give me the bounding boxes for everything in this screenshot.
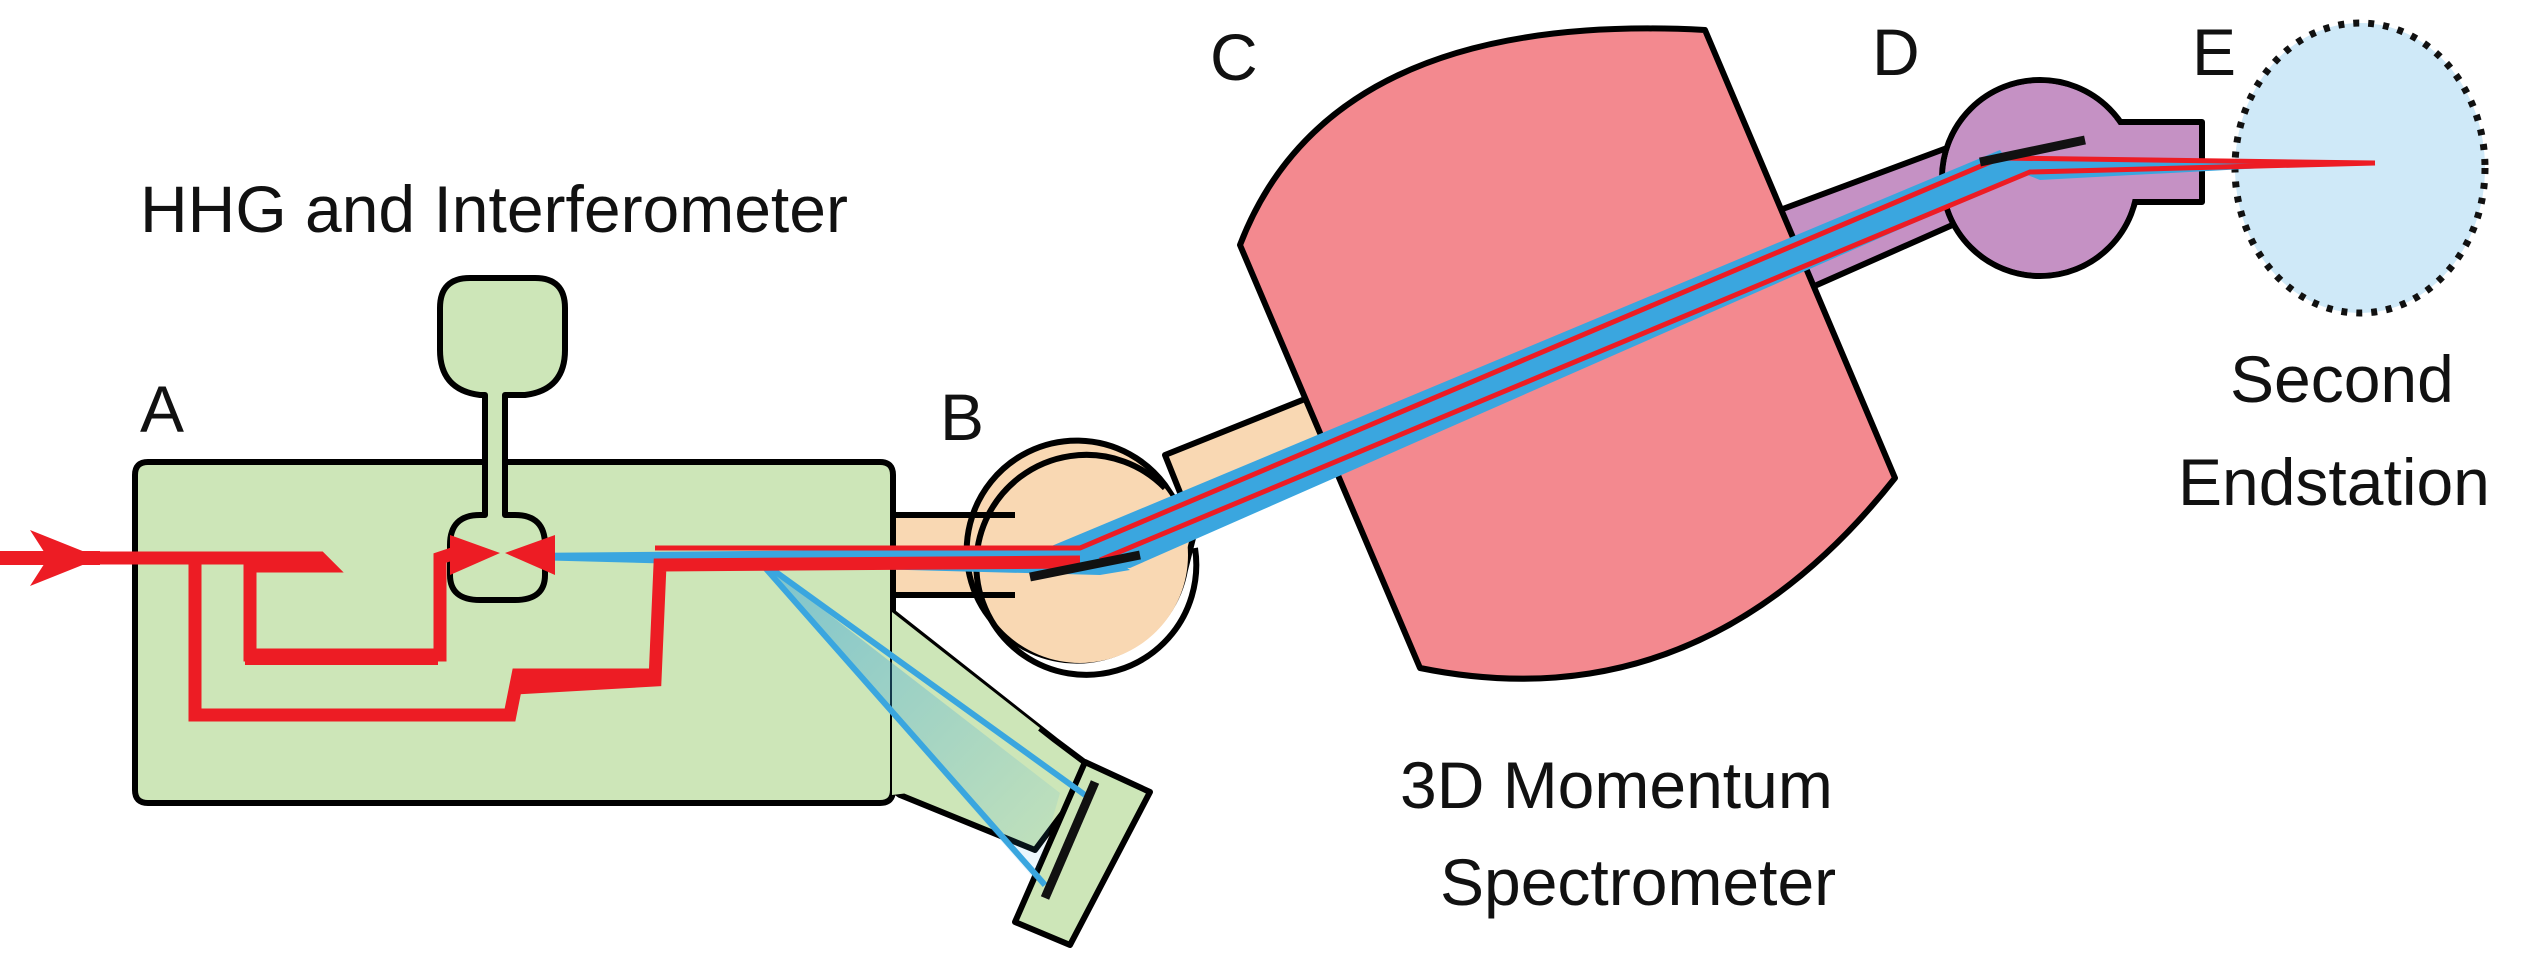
label-section-d: D: [1872, 15, 1920, 89]
label-section-a: A: [140, 372, 184, 446]
label-spectrometer-line2: Spectrometer: [1440, 845, 1836, 919]
label-section-e: E: [2192, 15, 2236, 89]
mirror-b: [1029, 550, 1141, 582]
ir-beam: [0, 155, 2376, 722]
label-hhg-interferometer: HHG and Interferometer: [140, 172, 848, 246]
label-spectrometer-line1: 3D Momentum: [1400, 748, 1833, 822]
mirrors: [1029, 135, 2086, 900]
mirror-d: [1979, 135, 2086, 167]
label-section-c: C: [1210, 20, 1258, 94]
label-endstation-line1: Second: [2230, 342, 2454, 416]
label-endstation-line2: Endstation: [2178, 445, 2490, 519]
label-section-b: B: [940, 380, 984, 454]
detector-mirror: [1040, 780, 1100, 900]
